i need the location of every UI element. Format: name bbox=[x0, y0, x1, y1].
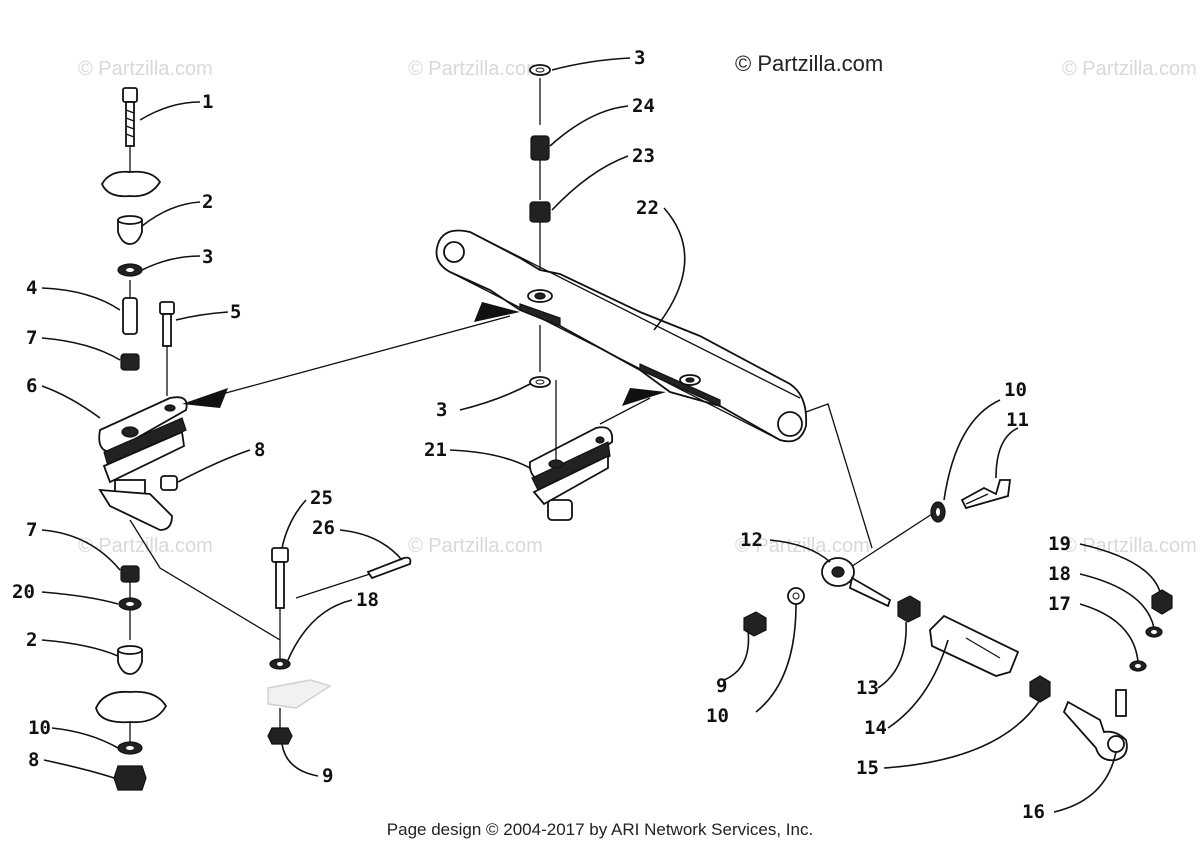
callout-10: 10 bbox=[706, 705, 729, 727]
callout-3: 3 bbox=[202, 246, 213, 268]
plate-bottom bbox=[95, 690, 168, 724]
watermark: © Partzilla.com bbox=[408, 535, 543, 557]
page-footer: Page design © 2004-2017 by ARI Network S… bbox=[386, 820, 814, 839]
arrow-head bbox=[474, 302, 520, 322]
bushing-part-2 bbox=[117, 219, 143, 245]
watermark: © Partzilla.com bbox=[1062, 58, 1197, 80]
callout-labels: 1 2 3 4 5 7 6 8 7 20 2 10 8 25 26 18 9 3… bbox=[12, 47, 1071, 823]
arrow-head bbox=[182, 388, 228, 408]
callout-11: 11 bbox=[1006, 409, 1029, 431]
bushing-part-2 bbox=[117, 649, 143, 675]
callout-20: 20 bbox=[12, 581, 35, 603]
sleeve-part-4 bbox=[122, 297, 138, 335]
bolt-part-5 bbox=[159, 301, 175, 315]
callout-9: 9 bbox=[322, 765, 333, 787]
watermark: © Partzilla.com bbox=[78, 535, 213, 557]
callout-13: 13 bbox=[856, 677, 879, 699]
engine-mount-part-6 bbox=[98, 396, 188, 531]
plate-top bbox=[100, 170, 162, 198]
callout-24: 24 bbox=[632, 95, 655, 117]
bushing-part-23 bbox=[529, 201, 551, 223]
mount-part-21 bbox=[529, 380, 614, 521]
nut-part-9 bbox=[743, 611, 767, 637]
bolt-part-25 bbox=[271, 547, 289, 563]
jam-nut-part-15 bbox=[1029, 675, 1051, 703]
callout-26: 26 bbox=[312, 517, 335, 539]
callout-19: 19 bbox=[1048, 533, 1071, 555]
callout-16: 16 bbox=[1022, 801, 1045, 823]
nut-part-8 bbox=[113, 765, 147, 791]
callout-25: 25 bbox=[310, 487, 333, 509]
nut-part-8 bbox=[160, 475, 178, 491]
callout-18: 18 bbox=[356, 589, 379, 611]
link-arm-assembly bbox=[435, 64, 808, 521]
callout-9: 9 bbox=[716, 675, 727, 697]
callout-8: 8 bbox=[28, 749, 39, 771]
nut-part-9 bbox=[267, 727, 293, 745]
assembly-arrows bbox=[182, 302, 666, 425]
callout-21: 21 bbox=[424, 439, 447, 461]
callout-2: 2 bbox=[26, 629, 37, 651]
callout-15: 15 bbox=[856, 757, 879, 779]
callout-10: 10 bbox=[28, 717, 51, 739]
copyright-label: © Partzilla.com bbox=[735, 51, 884, 76]
callout-2: 2 bbox=[202, 191, 213, 213]
callout-12: 12 bbox=[740, 529, 763, 551]
jam-nut-part-13 bbox=[897, 595, 921, 623]
callout-23: 23 bbox=[632, 145, 655, 167]
callout-3: 3 bbox=[436, 399, 447, 421]
callout-10: 10 bbox=[1004, 379, 1027, 401]
callout-8: 8 bbox=[254, 439, 265, 461]
left-mount-stack bbox=[95, 87, 188, 791]
callout-14: 14 bbox=[864, 717, 887, 739]
callout-4: 4 bbox=[26, 277, 37, 299]
watermark: © Partzilla.com bbox=[78, 58, 213, 80]
callout-18: 18 bbox=[1048, 563, 1071, 585]
tie-rod-assembly bbox=[743, 479, 1173, 762]
center-bolt-stack bbox=[267, 547, 412, 745]
bolt-part-1 bbox=[122, 87, 138, 103]
leader-lines bbox=[41, 57, 1161, 813]
watermarks: © Partzilla.com © Partzilla.com © Partzi… bbox=[78, 58, 1197, 557]
spacer-part-24 bbox=[530, 135, 550, 161]
link-arm-part-22 bbox=[435, 229, 808, 443]
bushing-part-7 bbox=[120, 565, 140, 583]
callout-17: 17 bbox=[1048, 593, 1071, 615]
callout-3: 3 bbox=[634, 47, 645, 69]
watermark: © Partzilla.com bbox=[1062, 535, 1197, 557]
callout-5: 5 bbox=[230, 301, 241, 323]
callout-6: 6 bbox=[26, 375, 37, 397]
bushing-part-7 bbox=[120, 353, 140, 371]
cotter-pin-part-26 bbox=[366, 556, 412, 580]
group-connectors bbox=[129, 403, 873, 641]
callout-22: 22 bbox=[636, 197, 659, 219]
bolt-part-11 bbox=[960, 479, 1012, 510]
arrow-head bbox=[622, 388, 666, 406]
adjuster-sleeve-part-14 bbox=[929, 614, 1020, 677]
watermark: © Partzilla.com bbox=[408, 58, 543, 80]
callout-1: 1 bbox=[202, 91, 213, 113]
nut-part-19 bbox=[1151, 589, 1173, 615]
callout-7: 7 bbox=[26, 519, 37, 541]
callout-7: 7 bbox=[26, 327, 37, 349]
